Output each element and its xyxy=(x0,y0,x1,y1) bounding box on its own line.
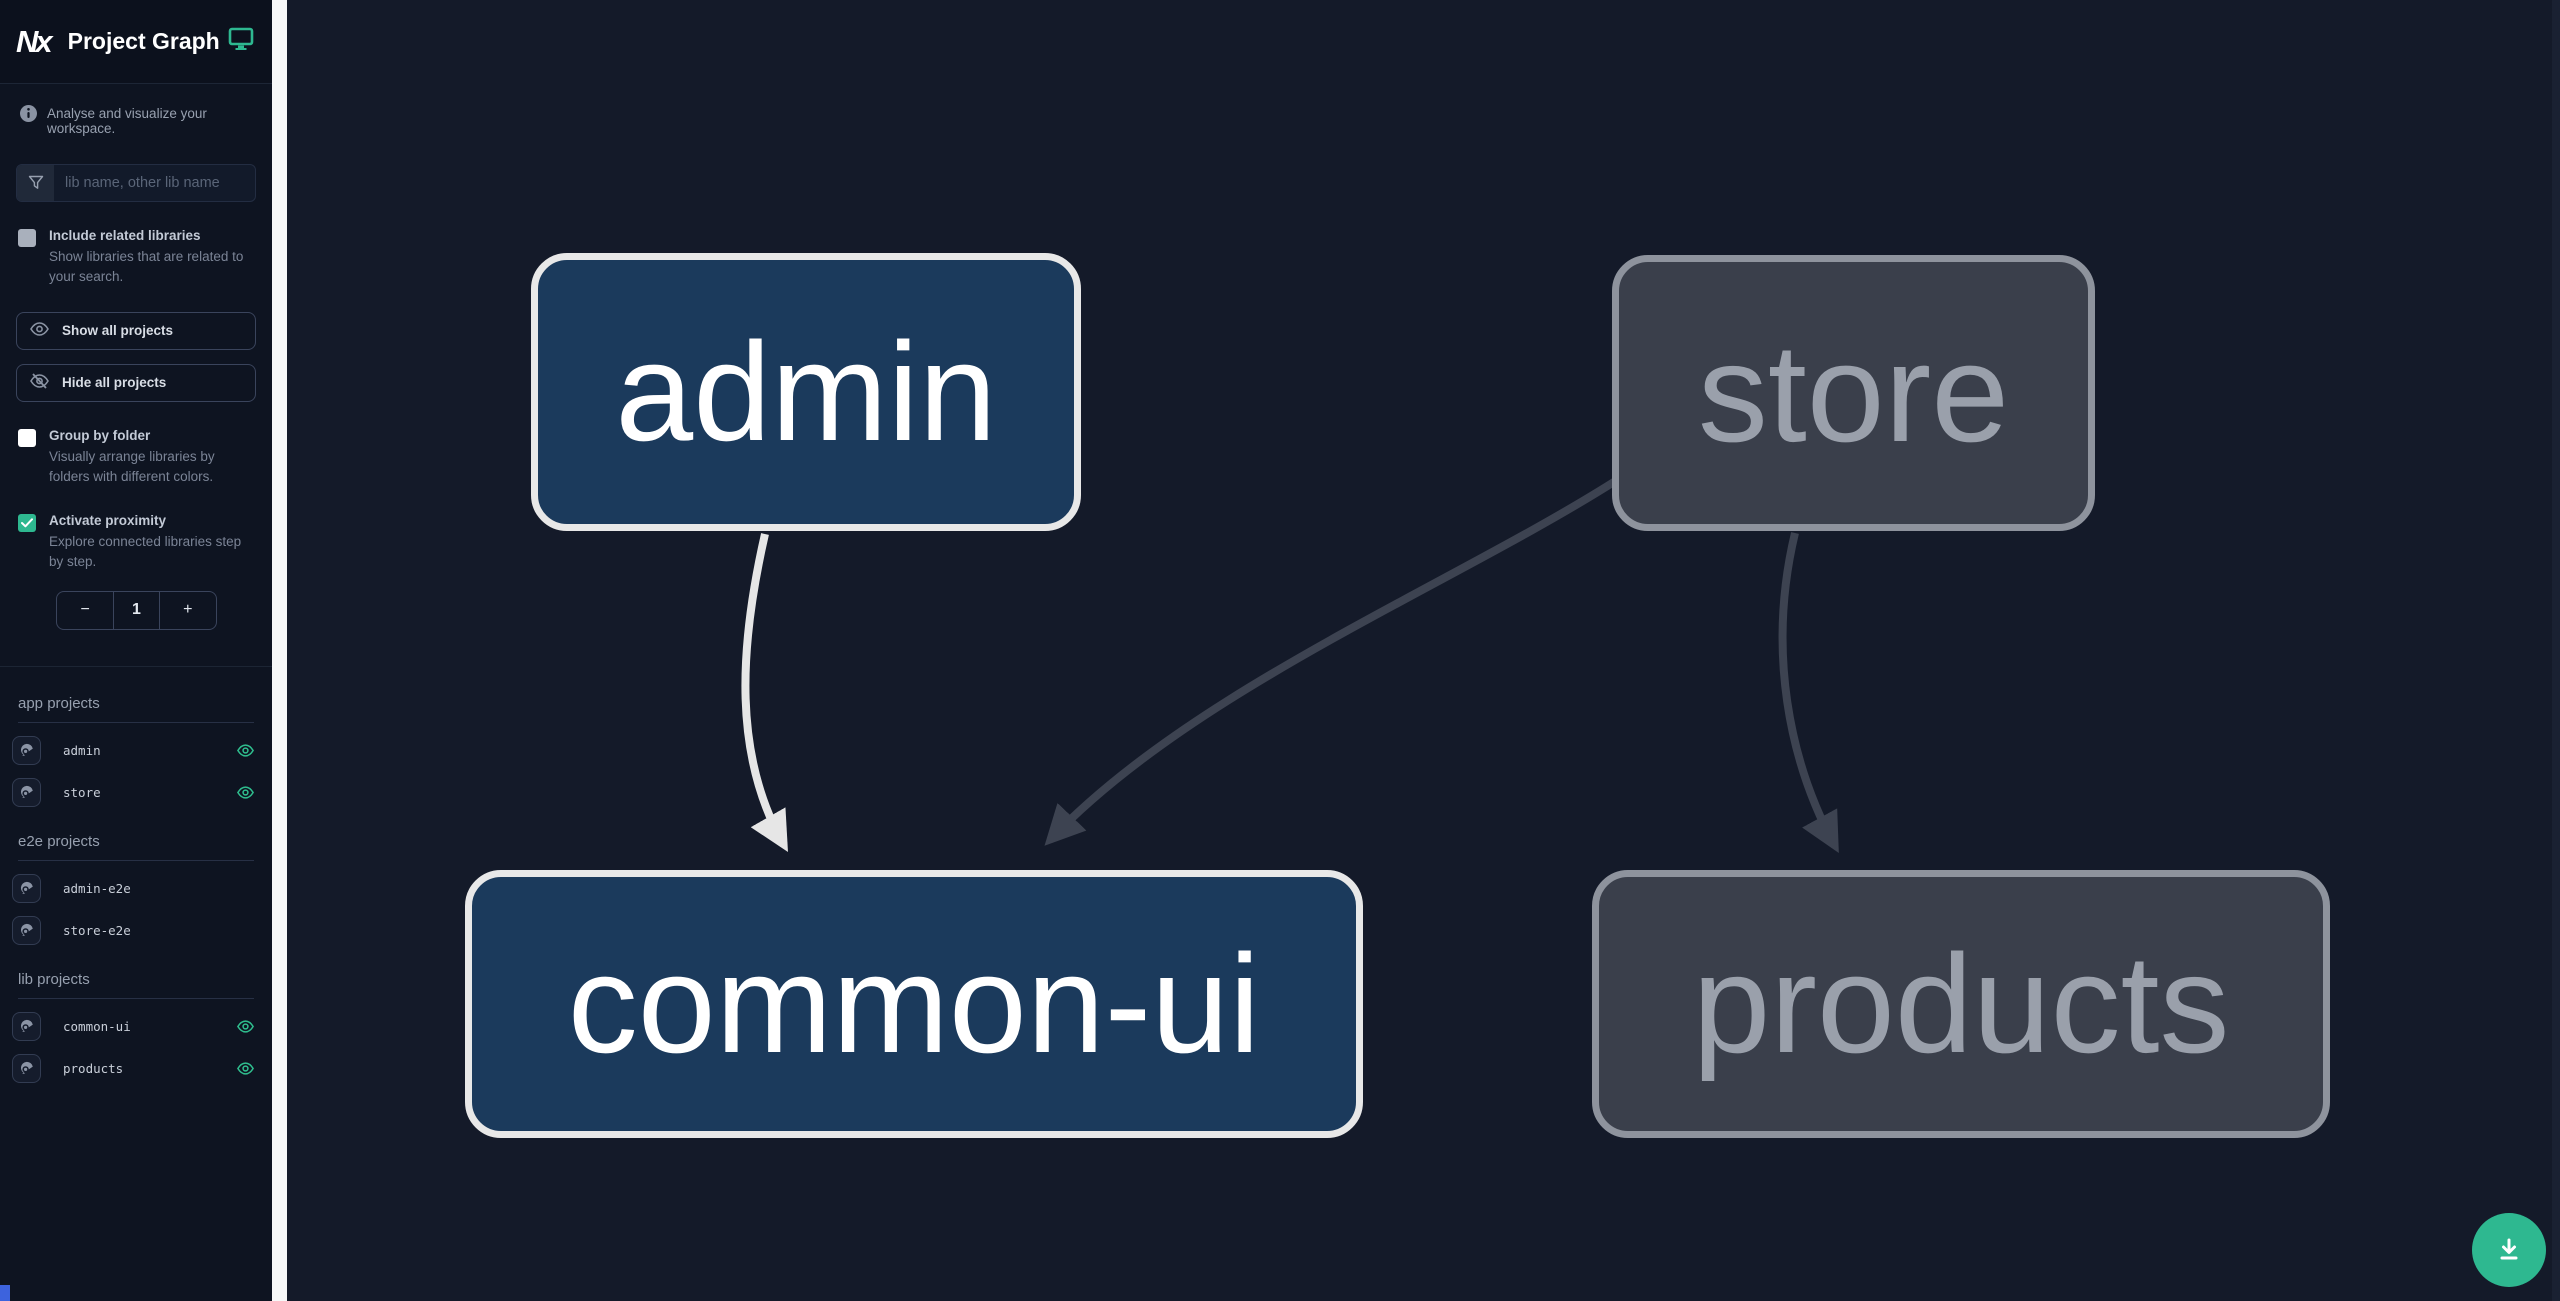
list-item-products: products xyxy=(12,1053,254,1083)
project-name: admin xyxy=(63,742,101,758)
proximity-value: 1 xyxy=(113,591,158,629)
list-item-store: store xyxy=(12,777,254,807)
scrollbar-thumb[interactable] xyxy=(0,1285,10,1301)
eye-icon xyxy=(30,322,49,339)
include-related-label: Include related libraries xyxy=(49,228,201,243)
sidebar-resize-handle[interactable] xyxy=(272,0,287,1301)
focus-project-icon[interactable] xyxy=(12,1011,41,1041)
app-projects-section: app projects admin xyxy=(0,695,272,807)
section-title: e2e projects xyxy=(18,833,254,861)
project-name: common-ui xyxy=(63,1018,131,1034)
sidebar-header: Nx Project Graph xyxy=(0,0,272,84)
canvas-right-strip xyxy=(2552,0,2560,1301)
e2e-projects-section: e2e projects admin-e2e xyxy=(0,833,272,945)
list-item-admin: admin xyxy=(12,735,254,765)
sidebar-divider xyxy=(0,665,272,667)
edges-layer xyxy=(741,476,1839,854)
show-all-projects-button[interactable]: Show all projects xyxy=(16,311,256,350)
info-icon xyxy=(20,105,37,125)
tagline-text: Analyse and visualize your workspace. xyxy=(47,106,207,136)
show-all-projects-label: Show all projects xyxy=(62,323,174,338)
section-title: lib projects xyxy=(18,971,254,999)
eye-off-icon xyxy=(30,373,49,392)
focus-project-icon[interactable] xyxy=(12,735,41,765)
graph-node-common-ui[interactable]: common-ui xyxy=(465,870,1363,1138)
edge-admin-to-common-ui[interactable] xyxy=(741,533,788,852)
focus-project-icon[interactable] xyxy=(12,915,41,945)
activate-proximity-checkbox[interactable] xyxy=(18,514,36,532)
proximity-increment-button[interactable]: + xyxy=(158,591,216,629)
activate-proximity-label: Activate proximity xyxy=(49,513,167,528)
edge-store-to-products[interactable] xyxy=(1778,532,1839,854)
node-label: common-ui xyxy=(567,925,1261,1082)
activate-proximity-option: Activate proximity Explore connected lib… xyxy=(0,513,272,573)
list-item-store-e2e: store-e2e xyxy=(12,915,254,945)
project-name: admin-e2e xyxy=(63,880,131,896)
group-by-folder-option: Group by folder Visually arrange librari… xyxy=(0,428,272,488)
download-icon xyxy=(2500,1238,2518,1260)
monitor-icon[interactable] xyxy=(228,27,254,56)
hide-all-projects-button[interactable]: Hide all projects xyxy=(16,363,256,402)
include-related-checkbox[interactable] xyxy=(18,229,36,247)
include-related-description: Show libraries that are related to your … xyxy=(49,249,244,285)
funnel-icon xyxy=(17,165,54,201)
node-label: admin xyxy=(615,313,997,470)
project-name: store-e2e xyxy=(63,922,131,938)
group-by-folder-checkbox[interactable] xyxy=(18,428,36,447)
download-image-button[interactable] xyxy=(2472,1213,2546,1287)
tagline-row: Analyse and visualize your workspace. xyxy=(0,84,272,142)
page-title: Project Graph xyxy=(67,28,220,54)
group-by-folder-label: Group by folder xyxy=(49,427,151,443)
graph-node-store[interactable]: store xyxy=(1612,255,2095,531)
proximity-decrement-button[interactable]: − xyxy=(57,592,113,629)
include-related-option: Include related libraries Show libraries… xyxy=(0,228,272,288)
activate-proximity-description: Explore connected libraries step by step… xyxy=(49,534,242,570)
graph-node-products[interactable]: products xyxy=(1592,870,2330,1138)
sidebar: Nx Project Graph Analyse and visualize y… xyxy=(0,0,272,1301)
search-box xyxy=(16,164,256,202)
toggle-visibility-eye-icon[interactable] xyxy=(237,743,254,757)
search-input[interactable] xyxy=(54,165,255,201)
list-item-common-ui: common-ui xyxy=(12,1011,254,1041)
toggle-visibility-eye-icon[interactable] xyxy=(237,1019,254,1033)
proximity-stepper: − 1 + xyxy=(56,590,217,630)
check-icon xyxy=(21,518,33,528)
project-name: products xyxy=(63,1060,124,1076)
graph-canvas[interactable]: admin store common-ui products xyxy=(287,0,2560,1301)
focus-project-icon[interactable] xyxy=(12,777,41,807)
focus-project-icon[interactable] xyxy=(12,873,41,903)
node-label: products xyxy=(1692,925,2230,1082)
lib-projects-section: lib projects common-ui xyxy=(0,971,272,1083)
section-title: app projects xyxy=(18,695,254,723)
edge-store-to-common-ui[interactable] xyxy=(1044,476,1620,846)
node-label: store xyxy=(1697,314,2010,471)
toggle-visibility-eye-icon[interactable] xyxy=(237,785,254,799)
hide-all-projects-label: Hide all projects xyxy=(62,375,167,390)
project-name: store xyxy=(63,784,101,800)
graph-node-admin[interactable]: admin xyxy=(531,253,1081,531)
list-item-admin-e2e: admin-e2e xyxy=(12,873,254,903)
toggle-visibility-eye-icon[interactable] xyxy=(237,1061,254,1075)
nx-logo: Nx xyxy=(16,23,53,59)
project-lists: app projects admin xyxy=(0,667,272,1083)
focus-project-icon[interactable] xyxy=(12,1053,41,1083)
group-by-folder-description: Visually arrange libraries by folders wi… xyxy=(49,448,215,484)
